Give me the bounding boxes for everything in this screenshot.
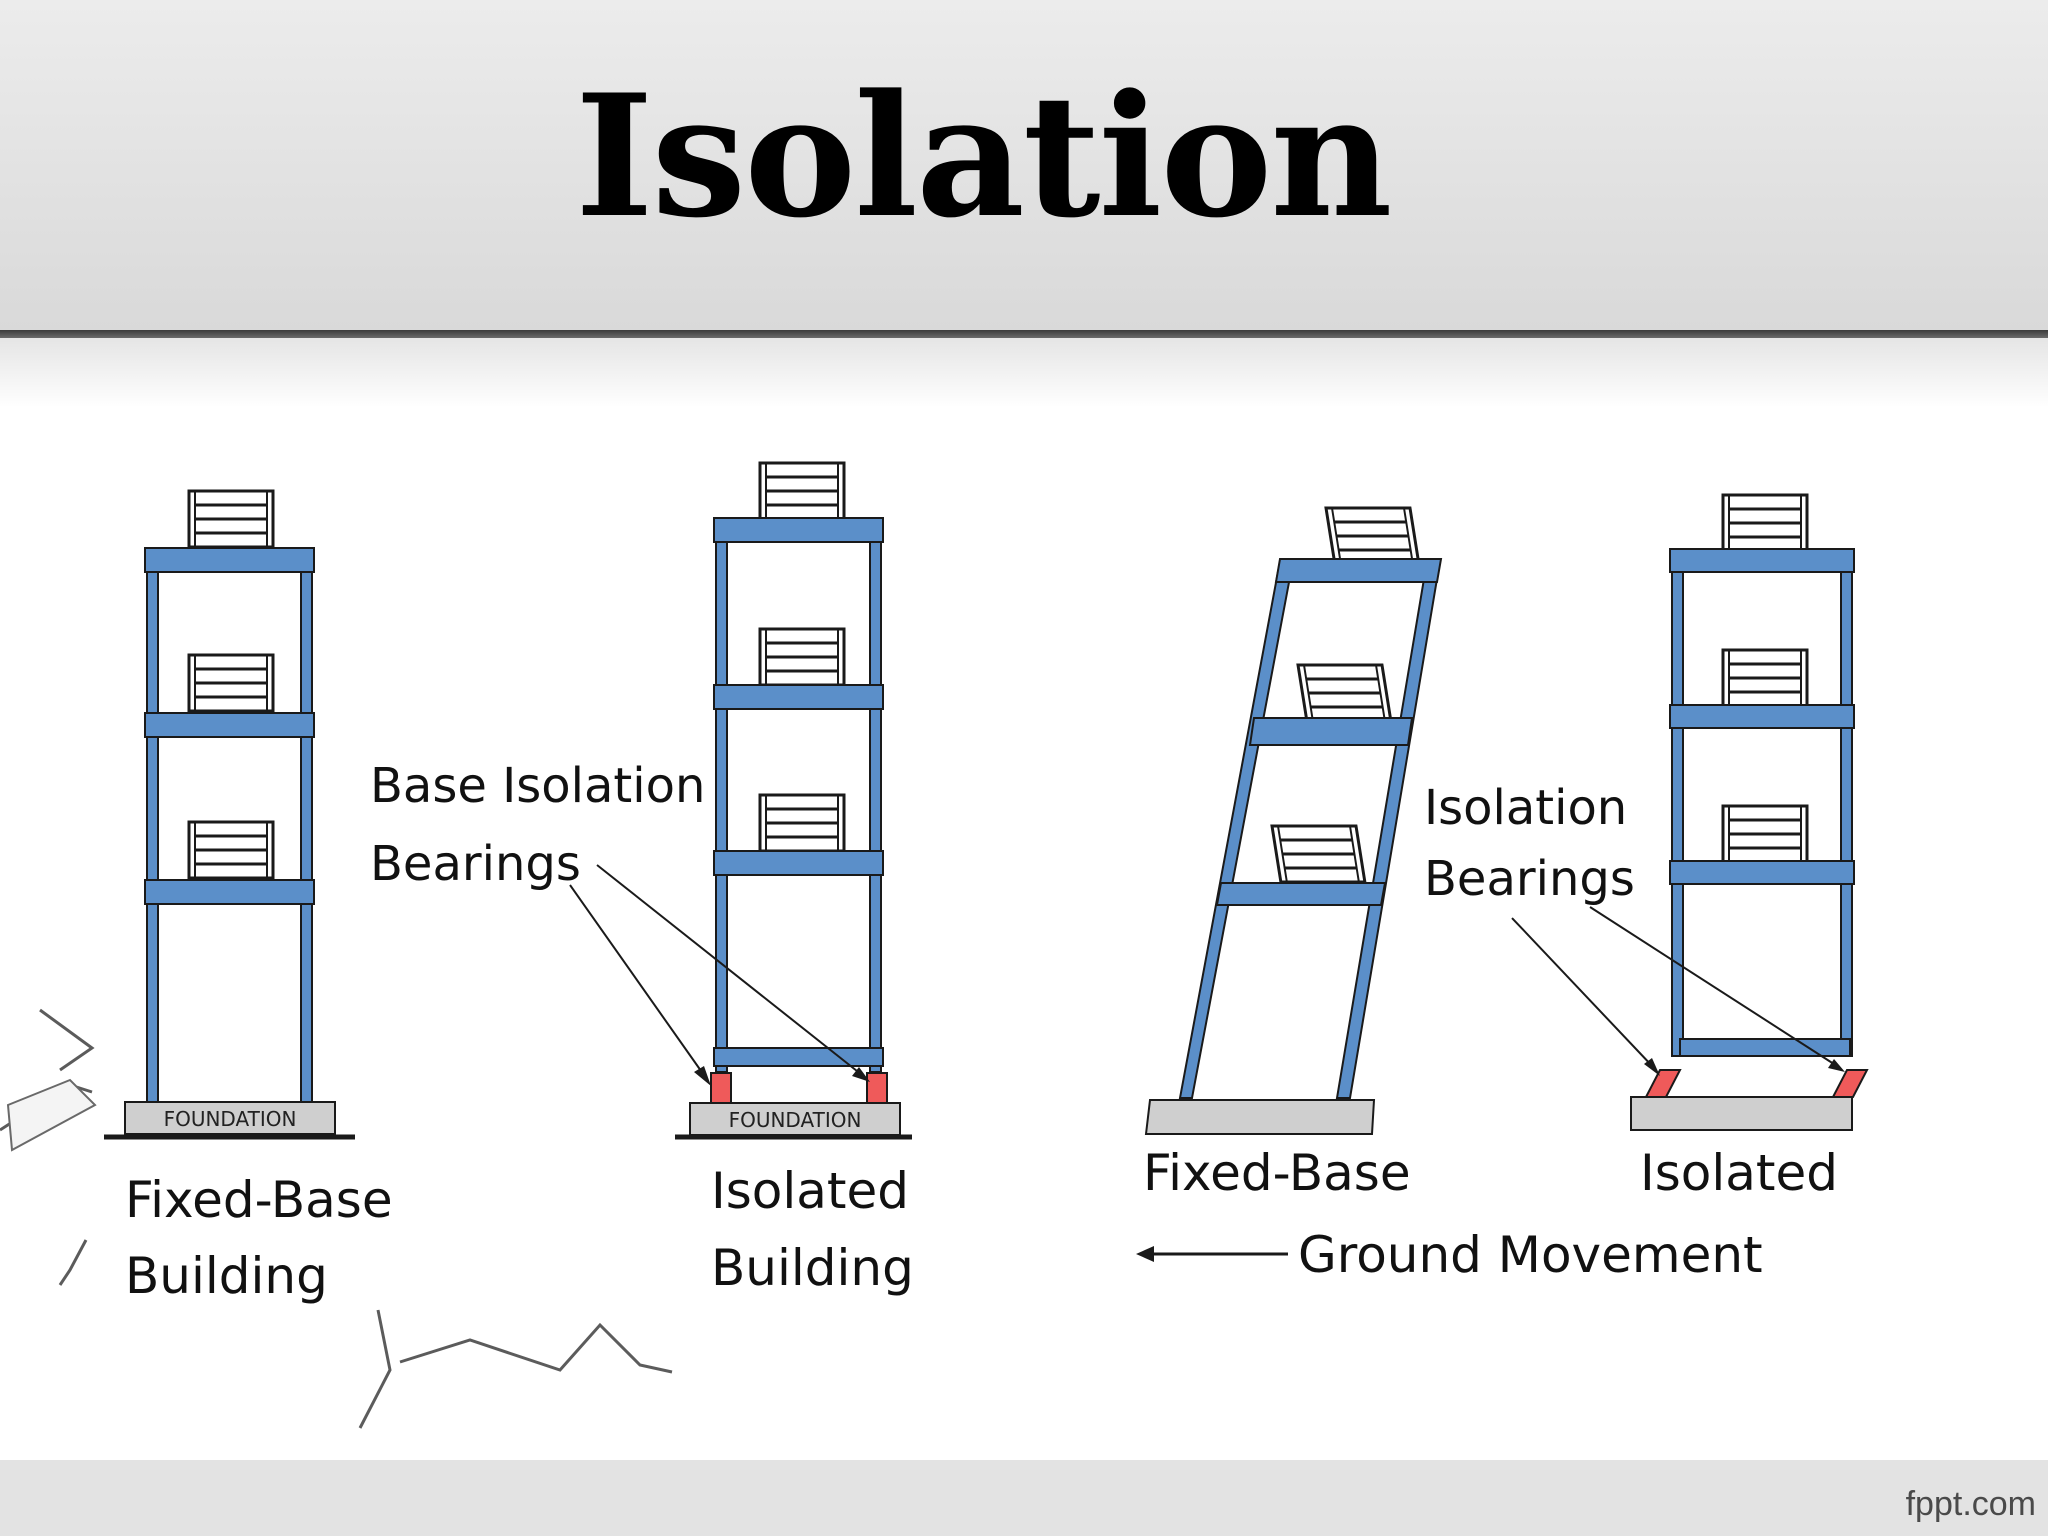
- building-window: [1296, 663, 1393, 723]
- header-shadow: [0, 338, 2048, 408]
- slide-title: Isolation: [575, 57, 1393, 255]
- building-window: [1721, 493, 1809, 553]
- isolated-building: FOUNDATION Isolated Building: [675, 461, 914, 1297]
- floor-beam: [713, 517, 884, 543]
- arrowhead-icon: [1828, 1059, 1845, 1072]
- building-caption: Fixed-Base: [1143, 1144, 1411, 1202]
- callout-pointer: [569, 884, 707, 1079]
- frame-column: [715, 519, 728, 1073]
- building-window: [758, 461, 846, 521]
- isolation-bearing: [1831, 1069, 1869, 1098]
- isolated-building-right: Isolated: [1630, 493, 1869, 1202]
- isolation-bearing: [866, 1072, 888, 1104]
- foundation-slab: [1630, 1096, 1853, 1131]
- header-divider: [0, 330, 2048, 338]
- footer-brand: fppt.com: [1905, 1485, 2036, 1523]
- floor-beam: [144, 547, 315, 573]
- ground-movement-indicator: Ground Movement: [1136, 1226, 1763, 1284]
- floor-beam: [1669, 860, 1855, 885]
- slide-footer: [0, 1460, 2048, 1536]
- floor-beam: [1215, 882, 1387, 906]
- building-caption: Isolated: [711, 1162, 909, 1220]
- arrowhead-icon: [694, 1066, 711, 1086]
- callout-label: Bearings: [1424, 851, 1635, 907]
- slide-header: [0, 0, 2048, 330]
- frame-column: [1840, 550, 1853, 1057]
- arrowhead-icon: [852, 1067, 870, 1082]
- frame-column: [1671, 550, 1684, 1057]
- floor-beam: [1274, 558, 1443, 583]
- base-beam: [713, 1047, 884, 1067]
- building-window: [1721, 804, 1809, 864]
- fixed-base-building-tilted: Fixed-Base: [1143, 506, 1443, 1202]
- foundation-slab: [124, 1101, 336, 1135]
- callout-pointer: [596, 864, 863, 1076]
- arrow-left-icon: [1136, 1246, 1154, 1262]
- fixed-base-building: FOUNDATION Fixed-Base Building: [104, 489, 393, 1305]
- building-caption: Building: [711, 1239, 914, 1297]
- callout-label: Base Isolation: [370, 758, 705, 814]
- foundation-label: FOUNDATION: [164, 1107, 297, 1131]
- building-window: [187, 653, 275, 713]
- floor-beam: [144, 712, 315, 738]
- frame-column: [146, 549, 159, 1103]
- building-window: [758, 793, 846, 853]
- building-window: [187, 820, 275, 880]
- callout-pointer: [1589, 906, 1838, 1067]
- ground-movement-label: Ground Movement: [1298, 1226, 1763, 1284]
- foundation-label: FOUNDATION: [729, 1108, 862, 1132]
- floor-beam: [1669, 548, 1855, 573]
- base-isolation-callout: Base Isolation Bearings: [370, 758, 870, 1086]
- callout-pointer: [1511, 917, 1655, 1069]
- building-window: [1721, 648, 1809, 708]
- base-beam: [1679, 1038, 1851, 1057]
- floor-beam: [713, 684, 884, 710]
- isolation-bearing: [710, 1072, 732, 1104]
- isolation-bearings-callout: Isolation Bearings: [1424, 780, 1845, 1076]
- arrowhead-icon: [1644, 1058, 1660, 1076]
- building-caption: Building: [125, 1247, 328, 1305]
- isolation-bearing: [1644, 1069, 1682, 1098]
- building-window: [187, 489, 275, 549]
- foundation-slab: [1144, 1099, 1376, 1135]
- floor-beam: [1669, 704, 1855, 729]
- frame-column: [300, 549, 313, 1103]
- frame-column: [869, 519, 882, 1073]
- building-caption: Isolated: [1640, 1144, 1838, 1202]
- building-window: [1324, 506, 1421, 566]
- crack-decoration: [0, 1008, 673, 1429]
- callout-label: Isolation: [1424, 780, 1627, 836]
- building-caption: Fixed-Base: [125, 1171, 393, 1229]
- building-window: [758, 627, 846, 687]
- building-window: [1270, 824, 1367, 884]
- floor-beam: [713, 850, 884, 876]
- callout-label: Bearings: [370, 836, 581, 892]
- floor-beam: [1248, 717, 1414, 746]
- floor-beam: [144, 879, 315, 905]
